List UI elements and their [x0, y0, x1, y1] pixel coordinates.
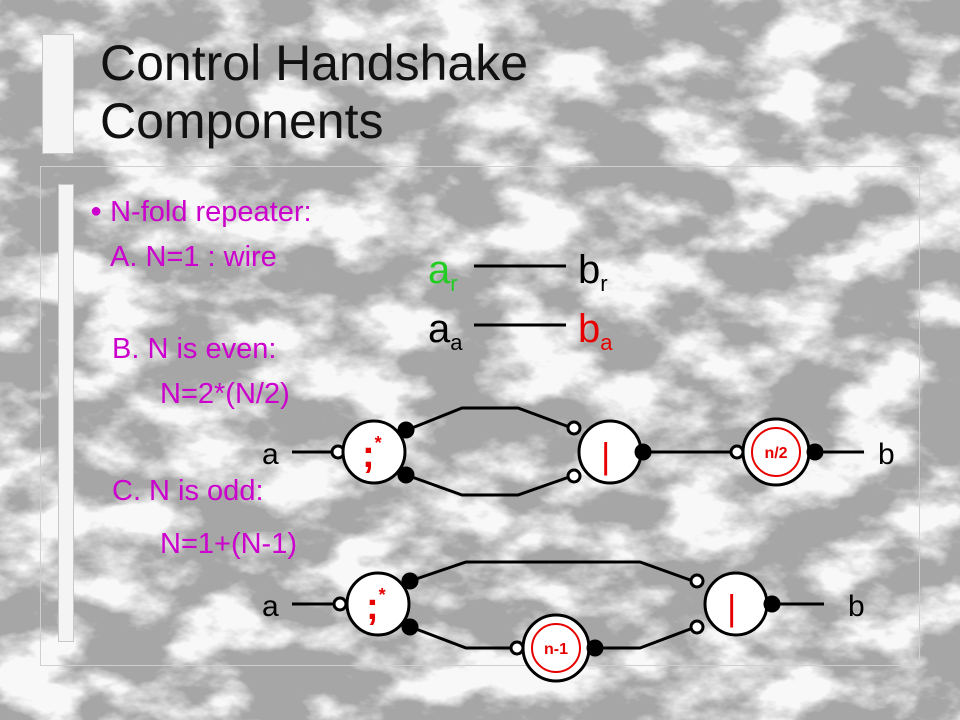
frame-line-right: [919, 166, 920, 666]
odd-repeat-out-port: [586, 639, 604, 657]
odd-seq-out-top-port: [401, 572, 419, 590]
slide-title-line-2: Components: [100, 93, 384, 149]
even-input-port-label: a: [262, 438, 279, 471]
odd-top-channel: [415, 560, 694, 583]
even-output-port-label: b: [878, 438, 895, 471]
odd-seq-component: [345, 571, 411, 637]
slide-title-line-1: Control Handshake: [100, 35, 529, 91]
odd-input-port-label: a: [262, 590, 279, 623]
even-seq-out-top-port: [397, 421, 415, 439]
wire-diagram: ar br aa ba: [428, 248, 613, 355]
frame-line-bottom: [40, 665, 920, 666]
even-repeat-out-port: [806, 443, 824, 461]
even-repeat-in-port: [729, 444, 745, 460]
odd-seq-in-port: [332, 596, 348, 612]
even-top-channel: [411, 406, 573, 430]
odd-par-out-port: [763, 595, 781, 613]
odd-par-in-top-port: [689, 573, 705, 589]
item-b-text: B. N is even:: [112, 333, 277, 365]
wire-a-r-label: ar: [428, 248, 458, 296]
wire-b-r-label: br: [578, 248, 608, 296]
slide-title: Control Handshake Components: [100, 34, 528, 150]
even-seq-out-bottom-port: [397, 466, 415, 484]
frame-bar-top-left: [42, 34, 74, 154]
even-par-label: |: [601, 435, 610, 476]
odd-seq-out-bottom-port: [401, 618, 419, 636]
bullet-n-fold-repeater: ● N-fold repeater:: [90, 196, 312, 229]
even-bottom-channel: [411, 474, 573, 497]
even-seq-component: [341, 419, 407, 485]
odd-repeat-inner-ring: [531, 623, 581, 673]
odd-seq-label: ;*: [366, 585, 386, 628]
bullet-text: N-fold repeater:: [110, 196, 312, 228]
item-a-text: A. N=1 : wire: [110, 241, 277, 273]
frame-line-top: [40, 166, 920, 167]
wire-b-a-label: ba: [578, 307, 613, 355]
even-par-in-bottom-port: [566, 468, 582, 484]
even-par-out-port: [634, 443, 652, 461]
even-seq-label: ;*: [362, 433, 382, 476]
bullet-dot-icon: ●: [90, 200, 103, 222]
odd-par-in-bottom-port: [689, 619, 705, 635]
item-b-formula: N=2*(N/2): [160, 378, 290, 410]
odd-par-label: |: [727, 587, 736, 628]
even-par-in-top-port: [566, 420, 582, 436]
odd-bottom-left-channel: [415, 627, 511, 650]
odd-repeat-label: n-1: [544, 641, 568, 658]
item-c-text: C. N is odd:: [112, 475, 264, 507]
odd-repeater-diagram: a ;* n-1 | b: [262, 560, 865, 683]
odd-repeat-in-port: [509, 640, 525, 656]
even-repeat-inner-ring: [751, 427, 801, 477]
odd-bottom-right-channel: [602, 626, 694, 650]
even-repeater-diagram: a ;* | n/2 b: [262, 406, 895, 497]
frame-line-left: [40, 166, 41, 666]
odd-output-port-label: b: [848, 590, 865, 623]
even-repeat-label: n/2: [764, 445, 787, 462]
item-c-formula: N=1+(N-1): [160, 528, 297, 560]
frame-bar-left: [58, 184, 74, 642]
wire-a-a-label: aa: [428, 307, 463, 355]
